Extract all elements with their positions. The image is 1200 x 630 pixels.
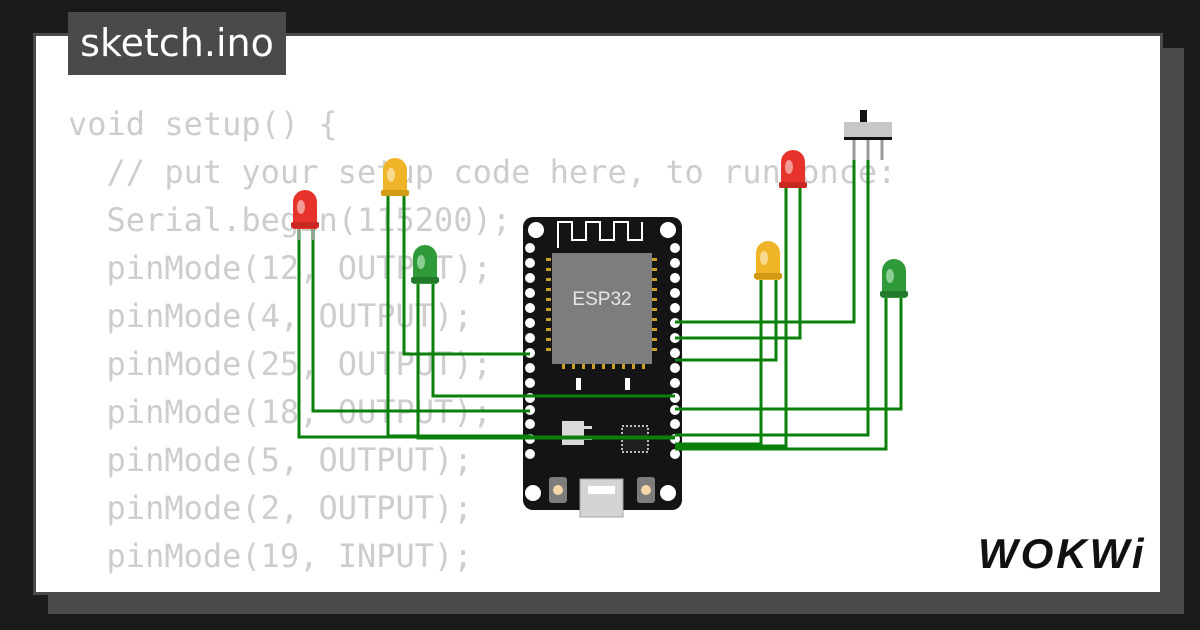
shield-pins: [546, 258, 657, 369]
led-green[interactable]: [411, 245, 439, 284]
esp32-board[interactable]: ESP32: [523, 217, 682, 518]
mount-hole: [528, 222, 544, 238]
slide-switch[interactable]: [844, 110, 892, 160]
smd-part: [576, 378, 581, 390]
wokwi-logo-text: WOKWi: [978, 530, 1147, 576]
file-tab[interactable]: sketch.ino: [68, 12, 286, 75]
led-yellow[interactable]: [381, 158, 409, 196]
voltage-regulator: [562, 421, 584, 445]
code-line: pinMode(4, OUTPUT);: [68, 297, 473, 335]
led-red[interactable]: [291, 190, 319, 240]
chip-label: ESP32: [572, 289, 631, 310]
led-yellow[interactable]: [754, 241, 782, 280]
wires: [297, 140, 903, 451]
code-line: void setup() {: [68, 105, 338, 143]
mount-hole: [660, 485, 676, 501]
antenna-trace: [557, 221, 643, 248]
led-red[interactable]: [779, 150, 807, 188]
smd-part: [625, 378, 630, 390]
code-line: pinMode(25, OUTPUT);: [68, 345, 492, 383]
code-line: pinMode(19, INPUT);: [68, 537, 473, 575]
esp32-chip-shield: [552, 253, 652, 364]
mount-hole: [660, 222, 676, 238]
mount-hole: [525, 485, 541, 501]
led-green[interactable]: [880, 259, 908, 298]
right-pin-header: [670, 243, 680, 459]
code-line: pinMode(2, OUTPUT);: [68, 489, 473, 527]
code-line: pinMode(5, OUTPUT);: [68, 441, 473, 479]
wokwi-logo: WOKWi: [978, 530, 1147, 576]
usb-port: [579, 478, 624, 518]
code-line: // put your setup code here, to run once…: [68, 153, 897, 191]
left-pin-header: [525, 243, 535, 459]
